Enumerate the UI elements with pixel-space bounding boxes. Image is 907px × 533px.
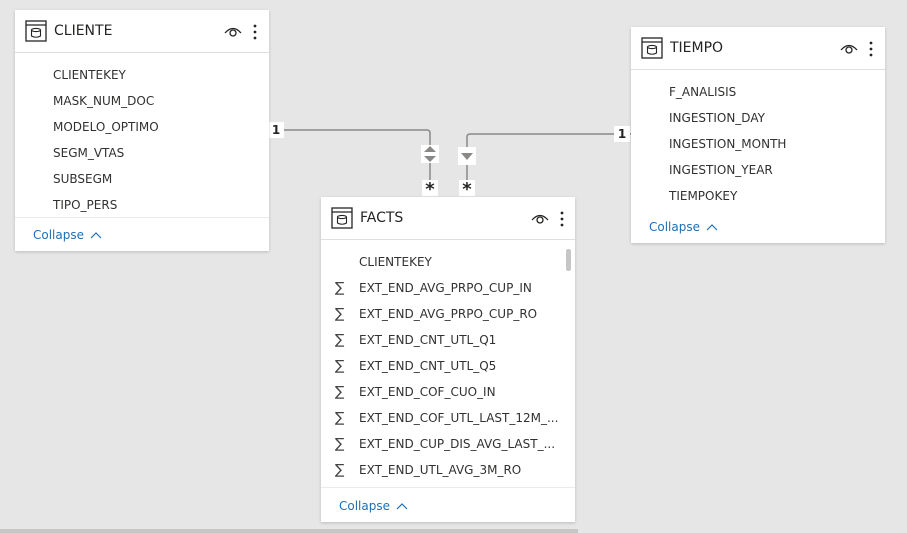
table-header-facts[interactable]: FACTS	[321, 197, 575, 240]
relationship-line-tiempo-facts[interactable]	[466, 133, 631, 196]
field-cliente[interactable]: SUBSEGM	[53, 172, 113, 186]
chevron-up-icon	[90, 232, 102, 239]
sigma-icon: ∑	[335, 332, 345, 348]
field-tiempo[interactable]: INGESTION_MONTH	[669, 137, 787, 151]
field-cliente[interactable]: MASK_NUM_DOC	[53, 94, 155, 108]
more-options-icon[interactable]	[252, 23, 258, 41]
field-facts[interactable]: EXT_END_CUP_DIS_AVG_LAST_...	[359, 437, 556, 451]
field-tiempo[interactable]: TIEMPOKEY	[669, 189, 738, 203]
table-card-cliente[interactable]: CLIENTE CLIENTEKEY MASK_NUM_DOC MODELO_O…	[15, 10, 269, 251]
table-title-facts: FACTS	[360, 210, 404, 226]
table-header-tiempo[interactable]: TIEMPO	[631, 27, 885, 70]
field-cliente[interactable]: CLIENTEKEY	[53, 68, 126, 82]
single-arrow-icon[interactable]	[458, 147, 476, 165]
cardinality-one-tiempo: 1	[614, 126, 630, 142]
collapse-button-cliente[interactable]: Collapse	[33, 227, 102, 243]
field-cliente[interactable]: TIPO_PERS	[53, 198, 118, 212]
table-title-tiempo: TIEMPO	[670, 40, 724, 56]
field-facts[interactable]: EXT_END_COF_CUO_IN	[359, 385, 496, 399]
horizontal-scrollbar[interactable]	[0, 529, 578, 533]
table-title-cliente: CLIENTE	[54, 23, 113, 39]
cardinality-many-tiempo: *	[459, 180, 475, 200]
scrollbar-thumb[interactable]	[566, 249, 571, 271]
field-facts[interactable]: EXT_END_COF_UTL_LAST_12M_...	[359, 411, 559, 425]
table-card-tiempo[interactable]: TIEMPO F_ANALISIS INGESTION_DAY INGESTIO…	[631, 27, 885, 243]
field-facts[interactable]: EXT_END_CNT_UTL_Q5	[359, 359, 497, 373]
field-tiempo[interactable]: INGESTION_YEAR	[669, 163, 773, 177]
field-cliente[interactable]: MODELO_OPTIMO	[53, 120, 159, 134]
sigma-icon: ∑	[335, 358, 345, 374]
relationship-line-cliente-facts[interactable]	[269, 129, 431, 196]
table-icon	[641, 37, 663, 59]
eye-icon[interactable]	[840, 41, 858, 55]
cardinality-many-cliente: *	[422, 180, 438, 200]
field-facts[interactable]: EXT_END_CNT_UTL_Q1	[359, 333, 497, 347]
sigma-icon: ∑	[335, 410, 345, 426]
field-facts[interactable]: EXT_END_UTL_AVG_3M_RO	[359, 463, 522, 477]
eye-icon[interactable]	[224, 24, 242, 38]
sigma-icon: ∑	[335, 306, 345, 322]
cardinality-one-cliente: 1	[268, 122, 284, 138]
collapse-label: Collapse	[339, 499, 390, 513]
chevron-up-icon	[706, 224, 718, 231]
table-icon	[331, 207, 353, 229]
field-tiempo[interactable]: INGESTION_DAY	[669, 111, 765, 125]
field-facts[interactable]: EXT_END_AVG_PRPO_CUP_IN	[359, 281, 532, 295]
table-icon	[25, 20, 47, 42]
divider	[15, 217, 269, 218]
collapse-label: Collapse	[33, 228, 84, 242]
table-header-cliente[interactable]: CLIENTE	[15, 10, 269, 53]
divider	[321, 487, 575, 488]
collapse-button-facts[interactable]: Collapse	[339, 498, 408, 514]
sigma-icon: ∑	[335, 436, 345, 452]
collapse-label: Collapse	[649, 220, 700, 234]
field-facts[interactable]: EXT_END_AVG_PRPO_CUP_RO	[359, 307, 538, 321]
eye-icon[interactable]	[531, 211, 549, 225]
sigma-icon: ∑	[335, 384, 345, 400]
field-facts[interactable]: CLIENTEKEY	[359, 255, 432, 269]
chevron-up-icon	[396, 503, 408, 510]
collapse-button-tiempo[interactable]: Collapse	[649, 219, 718, 235]
more-options-icon[interactable]	[868, 40, 874, 58]
sigma-icon: ∑	[335, 462, 345, 478]
sigma-icon: ∑	[335, 280, 345, 296]
more-options-icon[interactable]	[559, 210, 565, 228]
field-cliente[interactable]: SEGM_VTAS	[53, 146, 125, 160]
table-card-facts[interactable]: FACTS CLIENTEKEY ∑ EXT_END_AVG_PRPO_CUP_…	[321, 197, 575, 522]
bidirectional-arrow-icon[interactable]	[421, 145, 439, 163]
field-tiempo[interactable]: F_ANALISIS	[669, 85, 737, 99]
